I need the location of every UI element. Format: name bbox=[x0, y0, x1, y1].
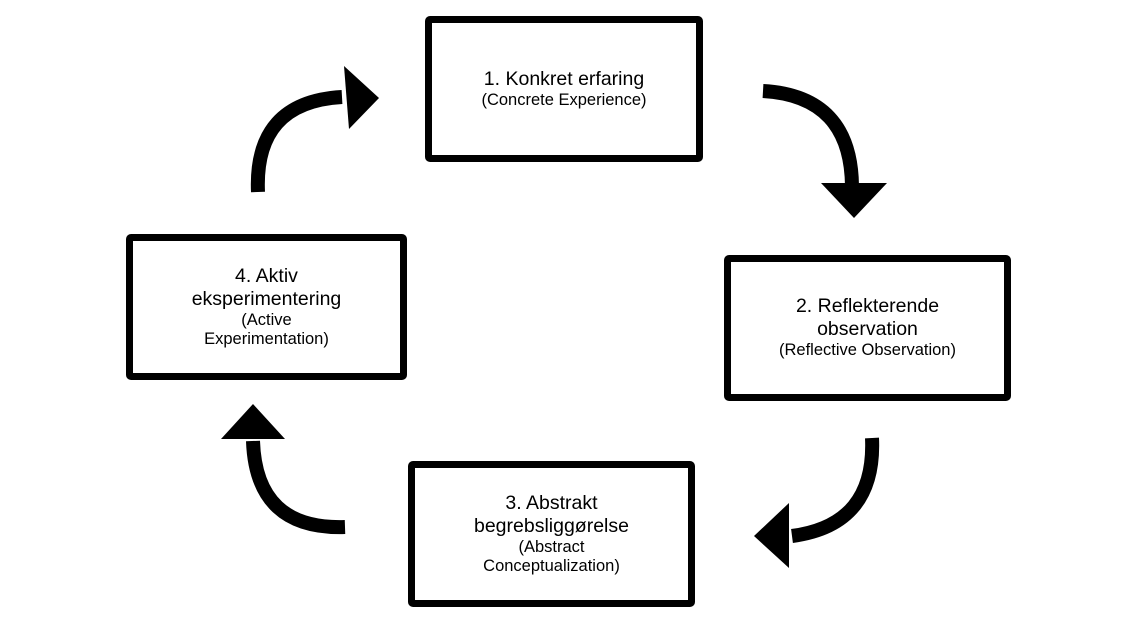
box-subtitle: (Active Experimentation) bbox=[204, 310, 329, 348]
box-title: 4. Aktiv eksperimentering bbox=[191, 264, 342, 310]
box-title: 1. Konkret erfaring bbox=[483, 67, 645, 90]
box-abstract-conceptualization: 3. Abstrakt begrebsliggørelse (Abstract … bbox=[408, 461, 695, 607]
arrow-3-to-4-icon bbox=[221, 404, 346, 535]
box-reflective-observation: 2. Reflekterende observation (Reflective… bbox=[724, 255, 1011, 401]
box-title: 3. Abstrakt begrebsliggørelse bbox=[473, 491, 629, 537]
arrow-1-to-2-icon bbox=[762, 84, 887, 218]
box-title: 2. Reflekterende observation bbox=[795, 295, 940, 341]
box-subtitle: (Abstract Conceptualization) bbox=[483, 537, 620, 575]
box-subtitle: (Concrete Experience) bbox=[481, 90, 647, 109]
box-subtitle: (Reflective Observation) bbox=[779, 341, 956, 360]
arrow-4-to-1-icon bbox=[250, 66, 379, 193]
arrow-2-to-3-icon bbox=[754, 437, 880, 568]
box-active-experimentation: 4. Aktiv eksperimentering (Active Experi… bbox=[126, 234, 407, 380]
box-concrete-experience: 1. Konkret erfaring (Concrete Experience… bbox=[425, 16, 703, 162]
